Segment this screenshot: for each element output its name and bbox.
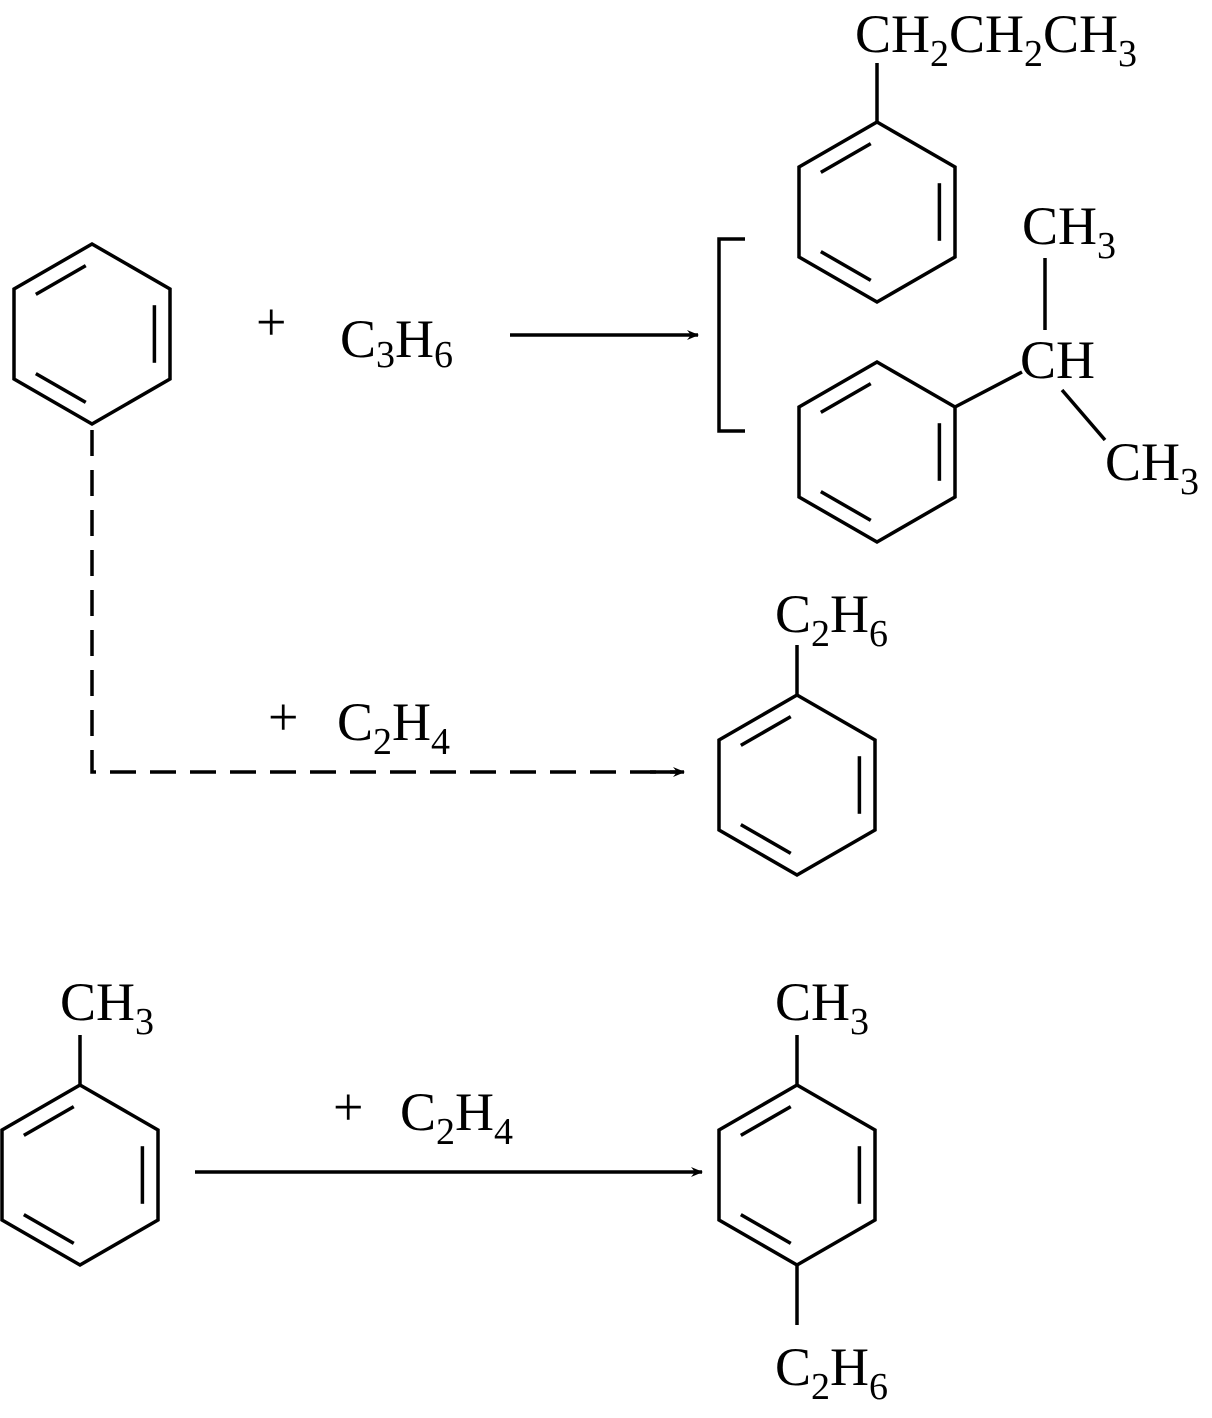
isopropyl-methyl-top: CH3 [1022, 196, 1116, 267]
plus-sign: + [333, 1077, 363, 1137]
inner-double-bond [34, 372, 87, 404]
plus-sign: + [268, 687, 298, 747]
ethyl-group: C2H6 [775, 584, 888, 655]
product-methyl: CH3 [775, 972, 869, 1043]
plus-sign: + [256, 292, 286, 352]
inner-double-bond [22, 1213, 75, 1245]
reagent-ethene: C2H4 [337, 692, 450, 763]
inner-double-bond [819, 490, 872, 522]
reagent-ethene: C2H4 [400, 1082, 513, 1153]
inner-double-bond [739, 1105, 792, 1137]
inner-double-bond [22, 1105, 75, 1137]
inner-double-bond [819, 250, 872, 282]
inner-double-bond [34, 264, 87, 296]
benzene-ring [717, 1082, 877, 1268]
product-bracket [717, 237, 745, 433]
benzene-ring [12, 241, 172, 427]
inner-double-bond [819, 142, 872, 174]
inner-double-bond [739, 1213, 792, 1245]
product-ethyl: C2H6 [775, 1337, 888, 1408]
bond [1060, 388, 1107, 442]
reagent-propene: C3H6 [340, 309, 453, 376]
benzene-ring [717, 692, 877, 878]
inner-double-bond [819, 382, 872, 414]
benzene-ring [797, 119, 957, 305]
benzene-ring [797, 359, 957, 545]
benzene-rings [0, 119, 957, 1268]
inner-double-bond [739, 823, 792, 855]
propyl-group: CH2CH2CH3 [855, 4, 1137, 75]
inner-double-bond [739, 715, 792, 747]
isopropyl-methyl-bottom: CH3 [1105, 432, 1199, 503]
dashed-reaction-arrow [90, 430, 680, 774]
benzene-ring [0, 1082, 160, 1268]
bond [954, 370, 1023, 409]
toluene-methyl: CH3 [60, 972, 154, 1043]
isopropyl-ch: CH [1020, 330, 1095, 390]
